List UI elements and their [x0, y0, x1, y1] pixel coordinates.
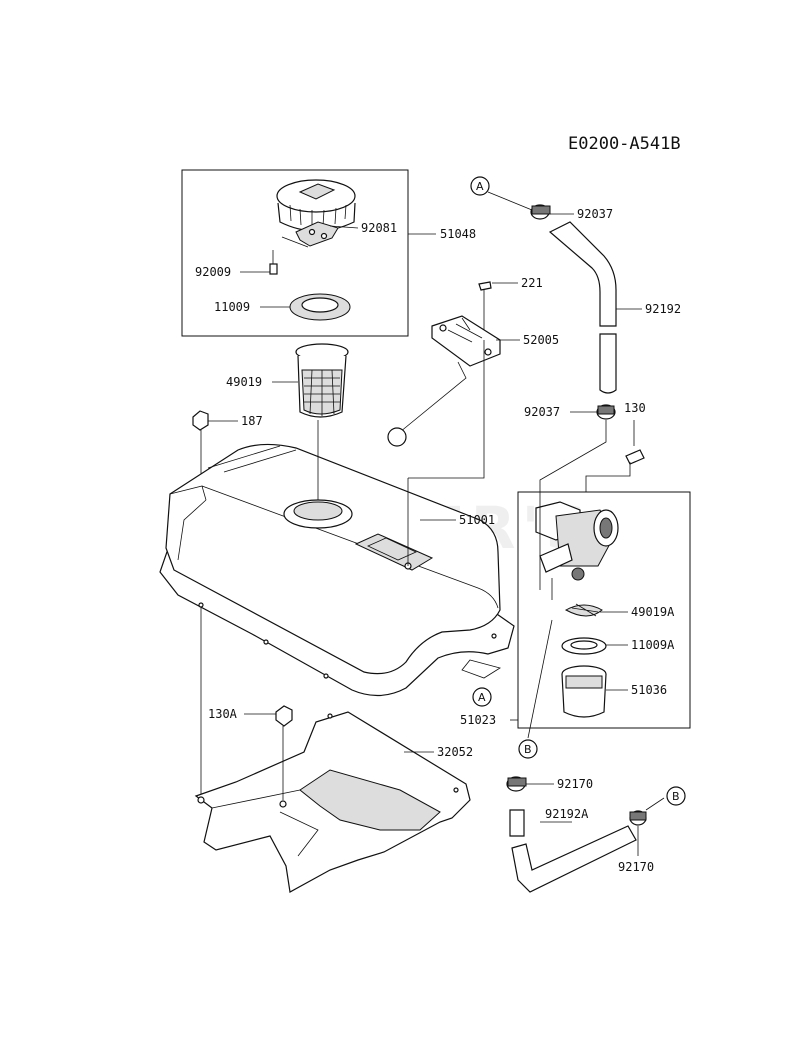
tank-ref-tab — [461, 659, 501, 679]
label-92192A: 92192A — [545, 807, 589, 821]
label-51023: 51023 — [460, 713, 496, 727]
label-11009A: 11009A — [631, 638, 675, 652]
sediment-cup — [561, 665, 607, 718]
fuel-tank — [159, 443, 515, 697]
label-92170-top: 92170 — [557, 777, 593, 791]
cap-gasket-ring — [289, 293, 351, 321]
label-92081: 92081 — [361, 221, 397, 235]
label-92037-mid: 92037 — [524, 405, 560, 419]
svg-text:B: B — [672, 790, 680, 803]
label-130A: 130A — [208, 707, 238, 721]
diagram-code: E0200-A541B — [568, 134, 681, 154]
bolt-130A — [275, 705, 293, 800]
label-52005: 52005 — [523, 333, 559, 347]
fuel-valve — [535, 501, 619, 600]
leader-lines — [208, 191, 665, 856]
cap-gasket-plate — [295, 221, 339, 247]
fuel-hose-lower — [509, 809, 637, 893]
hose-clamp-lower — [506, 776, 527, 792]
valve-gasket — [561, 637, 607, 655]
label-51001: 51001 — [459, 513, 495, 527]
cap-assembly-box — [181, 169, 409, 337]
hose-clamp-top — [530, 204, 551, 220]
fuel-strainer — [295, 343, 349, 418]
label-49019: 49019 — [226, 375, 262, 389]
callout-b-hose: B — [666, 786, 686, 806]
hose-clamp-right — [629, 810, 647, 826]
label-130: 130 — [624, 401, 646, 415]
label-92192: 92192 — [645, 302, 681, 316]
callout-a-top: A — [470, 176, 490, 196]
label-11009: 11009 — [214, 300, 250, 314]
valve-assembly-box — [517, 491, 691, 729]
label-92009: 92009 — [195, 265, 231, 279]
label-92170-bot: 92170 — [618, 860, 654, 874]
svg-text:A: A — [476, 180, 484, 193]
svg-text:B: B — [524, 743, 532, 756]
heat-shield — [194, 711, 471, 893]
label-51036: 51036 — [631, 683, 667, 697]
callout-b-valve: B — [518, 739, 538, 759]
fuel-cap — [276, 179, 356, 232]
cap-screw — [269, 236, 309, 275]
bolt-130 — [585, 420, 645, 492]
svg-text:A: A — [478, 691, 486, 704]
label-49019A: 49019A — [631, 605, 675, 619]
label-51048: 51048 — [440, 227, 476, 241]
label-187: 187 — [241, 414, 263, 428]
valve-screen — [564, 603, 603, 617]
label-32052: 32052 — [437, 745, 473, 759]
gauge-screw-leader — [408, 340, 485, 479]
fuel-hose — [548, 221, 617, 394]
label-92037-top: 92037 — [577, 207, 613, 221]
label-221: 221 — [521, 276, 543, 290]
fuel-gauge — [387, 315, 501, 447]
callout-a-tank: A — [472, 687, 492, 707]
